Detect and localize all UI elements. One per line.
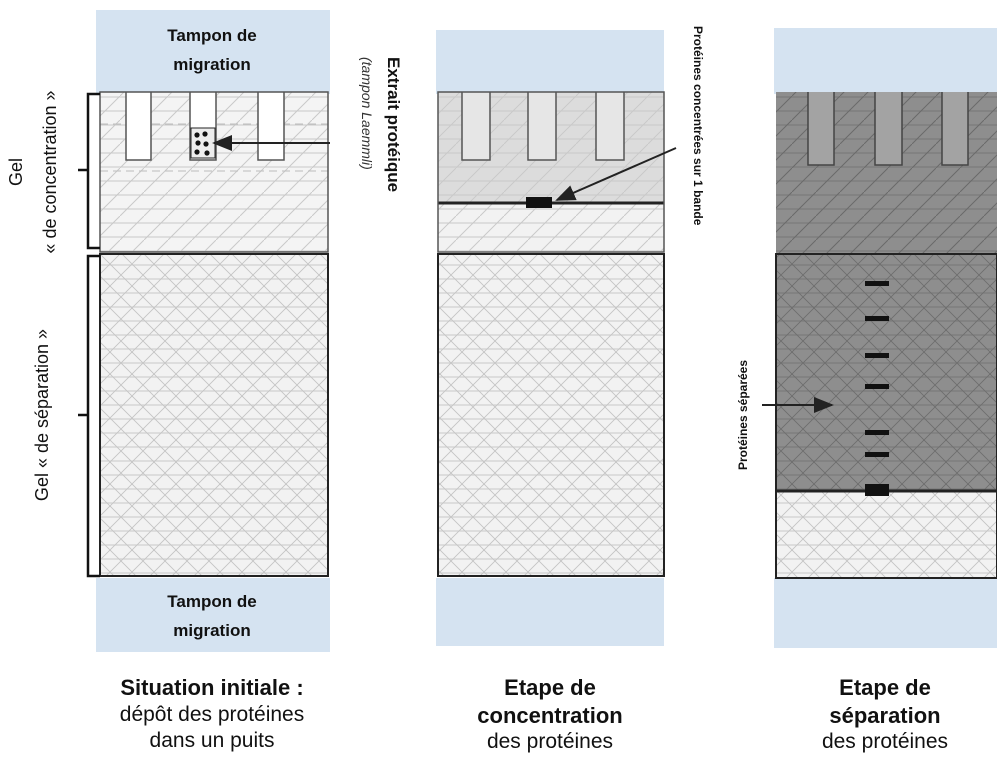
top-buffer (436, 30, 664, 94)
stacking-gel (99, 91, 330, 253)
protein-band (865, 281, 889, 286)
protein-band (865, 452, 889, 457)
protein-sample (190, 127, 216, 159)
caption-initial-title: Situation initiale : (120, 675, 304, 700)
caption-initial-line3: dans un puits (149, 728, 275, 752)
separating-gel-bracket (78, 254, 100, 578)
wells (461, 92, 625, 161)
caption-concentration-title-1: Etape de (504, 675, 596, 700)
top-buffer-label-1: Tampon de (167, 26, 256, 45)
top-buffer-label-2: migration (173, 55, 250, 74)
caption-concentration: Etape de concentration des protéines (420, 674, 680, 755)
protein-band (865, 484, 889, 496)
protein-band (865, 316, 889, 321)
concentrated-band (526, 197, 552, 208)
top-buffer (774, 28, 997, 94)
stacking-gel-bracket (78, 92, 100, 250)
sample-annotation-1: Extrait protéique (384, 57, 403, 192)
top-buffer (96, 10, 330, 94)
stacking-gel (776, 92, 997, 254)
protein-band (865, 430, 889, 435)
separated-annotation: Protéines séparées (736, 360, 750, 470)
stacking-gel-label-1: Gel (6, 158, 26, 186)
caption-separation: Etape de séparation des protéines (775, 674, 995, 755)
sample-annotation-2: (tampon Laemmli) (359, 57, 375, 170)
bottom-buffer-label-2: migration (173, 621, 250, 640)
band-arrow (555, 147, 677, 201)
caption-concentration-line3: des protéines (486, 730, 614, 753)
bottom-buffer (774, 578, 997, 648)
caption-separation-title-2: séparation (829, 702, 941, 728)
stacking-gel-label-2: « de concentration » (40, 90, 60, 253)
bottom-buffer (436, 578, 664, 646)
separating-gel-label: Gel « de séparation » (32, 329, 52, 501)
stacking-gel (437, 91, 677, 253)
protein-band (865, 353, 889, 358)
protein-band (865, 384, 889, 389)
band-annotation: Protéines concentrées sur 1 bande (691, 26, 705, 226)
panel-concentration: Protéines concentrées sur 1 bande (436, 26, 705, 646)
caption-separation-line3: des protéines (821, 730, 949, 753)
caption-initial: Situation initiale : dépôt des protéines… (62, 674, 362, 754)
separated-bands (865, 281, 889, 496)
separating-gel (775, 253, 997, 579)
caption-initial-line2: dépôt des protéines (119, 702, 305, 726)
wells (807, 92, 969, 166)
panel-initial: Tampon de migration Tampon de migration … (6, 10, 403, 652)
panel-separation: Protéines séparées (736, 28, 997, 648)
caption-concentration-title-2: concentration (477, 702, 623, 728)
separating-gel (437, 253, 665, 577)
bottom-buffer-label-1: Tampon de (167, 592, 256, 611)
caption-separation-title-1: Etape de (839, 675, 931, 700)
bottom-buffer (96, 578, 330, 652)
separating-gel (99, 253, 329, 577)
